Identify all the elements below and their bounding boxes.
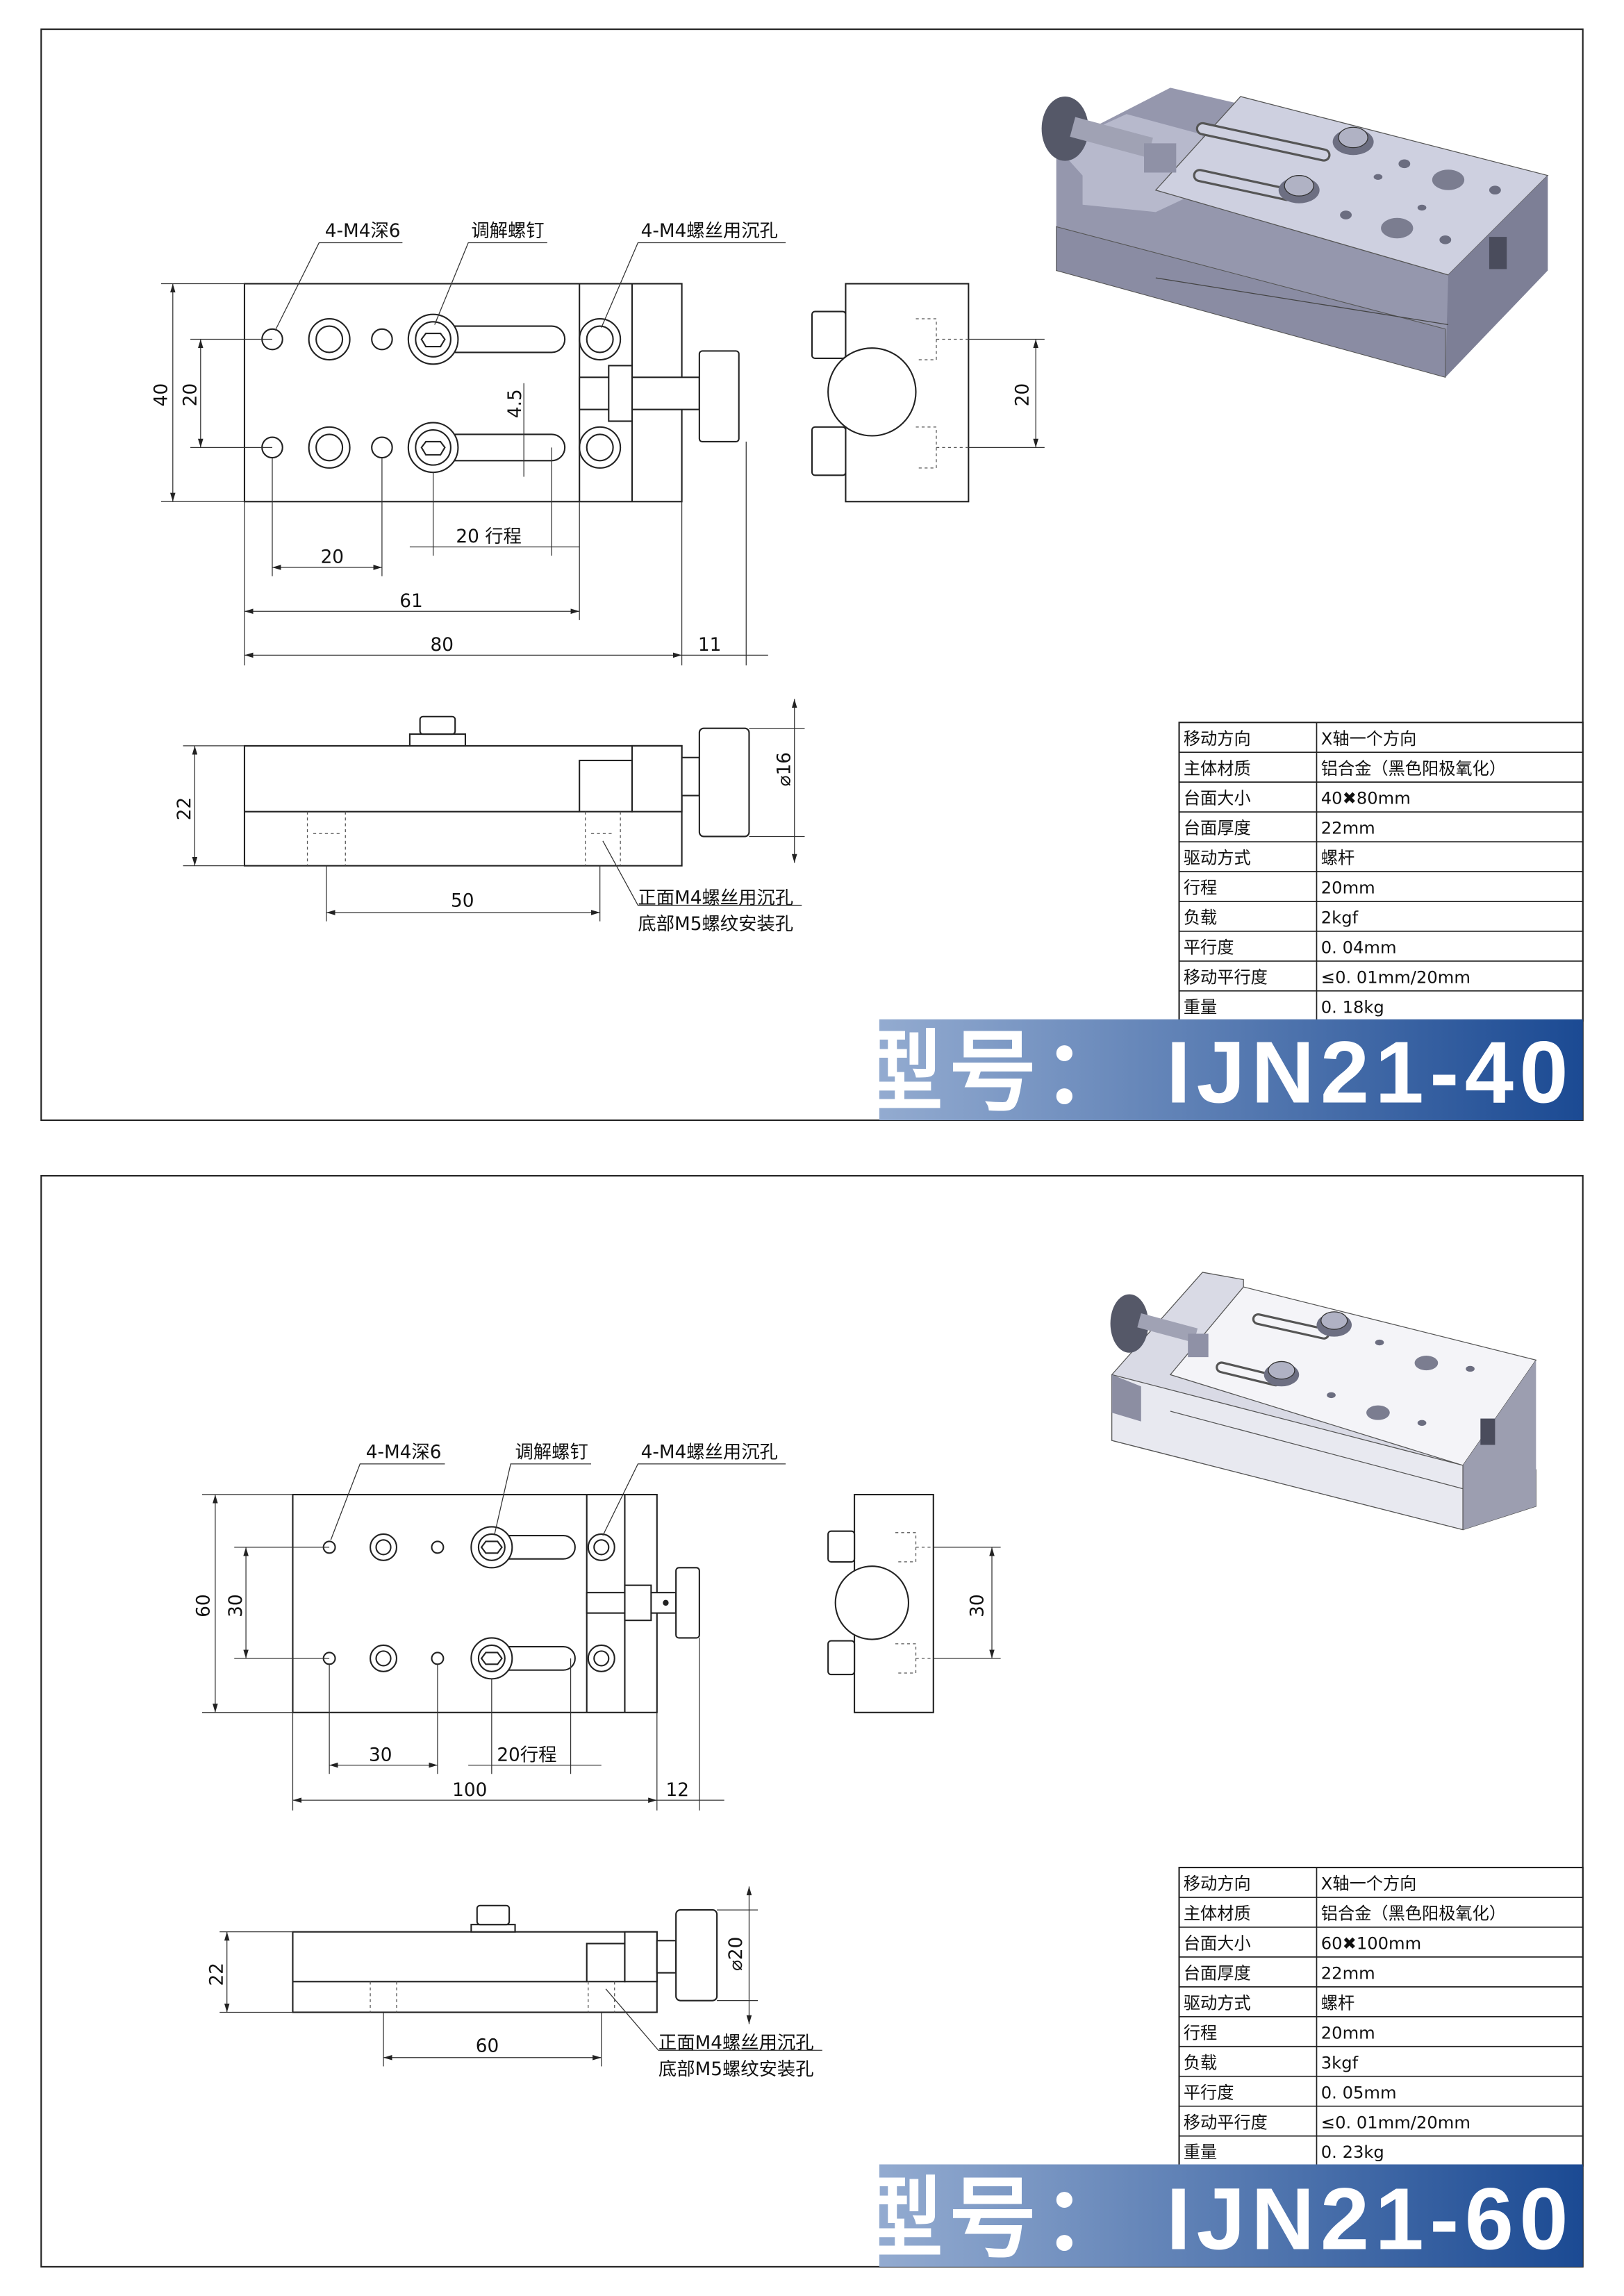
dim-knob: 11 <box>698 635 721 656</box>
dim-hole-pitch-v: 30 <box>226 1594 247 1617</box>
callout-counterbore: 4-M4螺丝用沉孔 <box>641 221 778 242</box>
spec-value: 2kgf <box>1321 908 1359 928</box>
top-view: 60 30 30 20行程 100 12 4-M4深6 调解螺钉 4-M4螺丝用… <box>193 1442 786 1811</box>
dim-base-length: 61 <box>399 591 422 612</box>
spec-value: 3kgf <box>1321 2053 1359 2072</box>
spec-key: 主体材质 <box>1184 759 1251 779</box>
callout-adjust-screw: 调解螺钉 <box>515 1442 588 1463</box>
dim-hole-pitch-v: 20 <box>180 383 201 406</box>
front-view: 22 60 ⌀20 正面M4螺丝用沉孔 底部M5螺纹安装孔 <box>206 1886 822 2080</box>
spec-key: 平行度 <box>1184 2083 1234 2102</box>
spec-value: ≤0. 01mm/20mm <box>1321 967 1470 987</box>
model-banner <box>879 1019 1583 1120</box>
spec-value: 40✖80mm <box>1321 789 1411 808</box>
spec-value: 22mm <box>1321 1963 1375 1983</box>
callout-front-counterbore: 正面M4螺丝用沉孔 <box>658 2033 814 2054</box>
dim-length: 80 <box>431 635 454 656</box>
dim-travel: 20 行程 <box>456 526 521 547</box>
spec-key: 负载 <box>1184 2053 1217 2072</box>
panel-border <box>40 28 1584 1122</box>
dim-mount-pitch: 60 <box>476 2036 499 2056</box>
callout-bottom-mount: 底部M5螺纹安装孔 <box>658 2059 814 2080</box>
isometric-render <box>1110 1272 1537 1531</box>
spec-value: 螺杆 <box>1321 1993 1354 2013</box>
spec-value: 0. 18kg <box>1321 997 1384 1017</box>
callout-adjust-screw: 调解螺钉 <box>471 221 544 242</box>
callout-counterbore: 4-M4螺丝用沉孔 <box>641 1442 778 1463</box>
spec-key: 台面大小 <box>1184 1934 1251 1954</box>
isometric-render <box>1041 88 1549 378</box>
model-label: 型号： IJN21-60 <box>855 2170 1574 2268</box>
dim-mount-pitch: 50 <box>451 891 474 912</box>
spec-key: 移动平行度 <box>1184 2113 1268 2132</box>
dim-thickness: 22 <box>174 797 195 820</box>
spec-key: 台面厚度 <box>1184 819 1251 838</box>
dim-side-pitch: 30 <box>967 1594 988 1617</box>
dim-side-pitch: 20 <box>1013 383 1034 406</box>
panel-ijn21-60: 60 30 30 20行程 100 12 4-M4深6 调解螺钉 4-M4螺丝用… <box>40 1174 1584 2268</box>
spec-key: 平行度 <box>1184 938 1234 958</box>
spec-value: 0. 23kg <box>1321 2143 1384 2162</box>
spec-value: 0. 05mm <box>1321 2083 1397 2102</box>
side-view: 20 <box>811 283 1045 503</box>
callout-front-counterbore: 正面M4螺丝用沉孔 <box>638 888 793 908</box>
spec-key: 台面厚度 <box>1184 1963 1251 1983</box>
dim-slot-width: 4.5 <box>505 389 526 418</box>
dim-height: 40 <box>151 383 172 406</box>
model-label: 型号： IJN21-40 <box>855 1024 1574 1122</box>
callout-bottom-mount: 底部M5螺纹安装孔 <box>638 914 793 935</box>
hole-row <box>322 1526 615 1569</box>
spec-value: 铝合金（黑色阳极氧化） <box>1321 759 1506 779</box>
side-view: 30 <box>827 1494 1001 1713</box>
spec-key: 行程 <box>1184 879 1217 898</box>
spec-key: 负载 <box>1184 908 1217 928</box>
hole-row <box>261 422 622 474</box>
spec-key: 行程 <box>1184 2023 1217 2043</box>
dim-knob-diameter: ⌀20 <box>726 1937 747 1971</box>
dim-hole-pitch-h: 20 <box>321 547 344 568</box>
spec-key: 驱动方式 <box>1184 1993 1251 2013</box>
spec-value: 20mm <box>1321 879 1375 898</box>
callout-tapped-holes: 4-M4深6 <box>366 1442 442 1463</box>
spec-key: 重量 <box>1184 2143 1217 2162</box>
spec-value: 20mm <box>1321 2023 1375 2043</box>
spec-value: 22mm <box>1321 819 1375 838</box>
spec-key: 重量 <box>1184 997 1217 1017</box>
front-view: 22 50 ⌀16 正面M4螺丝用沉孔 底部M5螺纹安装孔 <box>174 699 805 935</box>
spec-value: 螺杆 <box>1321 849 1354 868</box>
top-view: 40 20 4.5 20 20 行程 61 80 11 4-M4深6 调解螺钉 <box>151 221 786 666</box>
spec-value: X轴一个方向 <box>1321 1874 1417 1894</box>
adjust-knob <box>586 1567 700 1639</box>
spec-value: 铝合金（黑色阳极氧化） <box>1321 1904 1506 1924</box>
spec-key: 驱动方式 <box>1184 849 1251 868</box>
adjust-knob <box>579 350 740 442</box>
model-banner <box>879 2164 1583 2267</box>
spec-value: ≤0. 01mm/20mm <box>1321 2113 1470 2132</box>
spec-key: 移动方向 <box>1184 1874 1251 1894</box>
dim-height: 60 <box>193 1594 214 1617</box>
callout-tapped-holes: 4-M4深6 <box>325 221 401 242</box>
dim-hole-pitch-h: 30 <box>369 1745 392 1765</box>
panel-border <box>40 1174 1584 2268</box>
spec-key: 移动平行度 <box>1184 967 1268 987</box>
dim-travel: 20行程 <box>497 1745 556 1765</box>
spec-key: 台面大小 <box>1184 789 1251 808</box>
dim-length: 100 <box>452 1780 487 1801</box>
panel-ijn21-40: 40 20 4.5 20 20 行程 61 80 11 4-M4深6 调解螺钉 <box>40 28 1584 1122</box>
dim-knob-diameter: ⌀16 <box>774 752 795 786</box>
spec-value: 0. 04mm <box>1321 938 1397 958</box>
spec-key: 移动方向 <box>1184 729 1251 749</box>
dim-knob: 12 <box>666 1780 689 1801</box>
spec-value: 60✖100mm <box>1321 1934 1421 1954</box>
dim-thickness: 22 <box>206 1963 227 1986</box>
spec-value: X轴一个方向 <box>1321 729 1417 749</box>
spec-key: 主体材质 <box>1184 1904 1251 1924</box>
